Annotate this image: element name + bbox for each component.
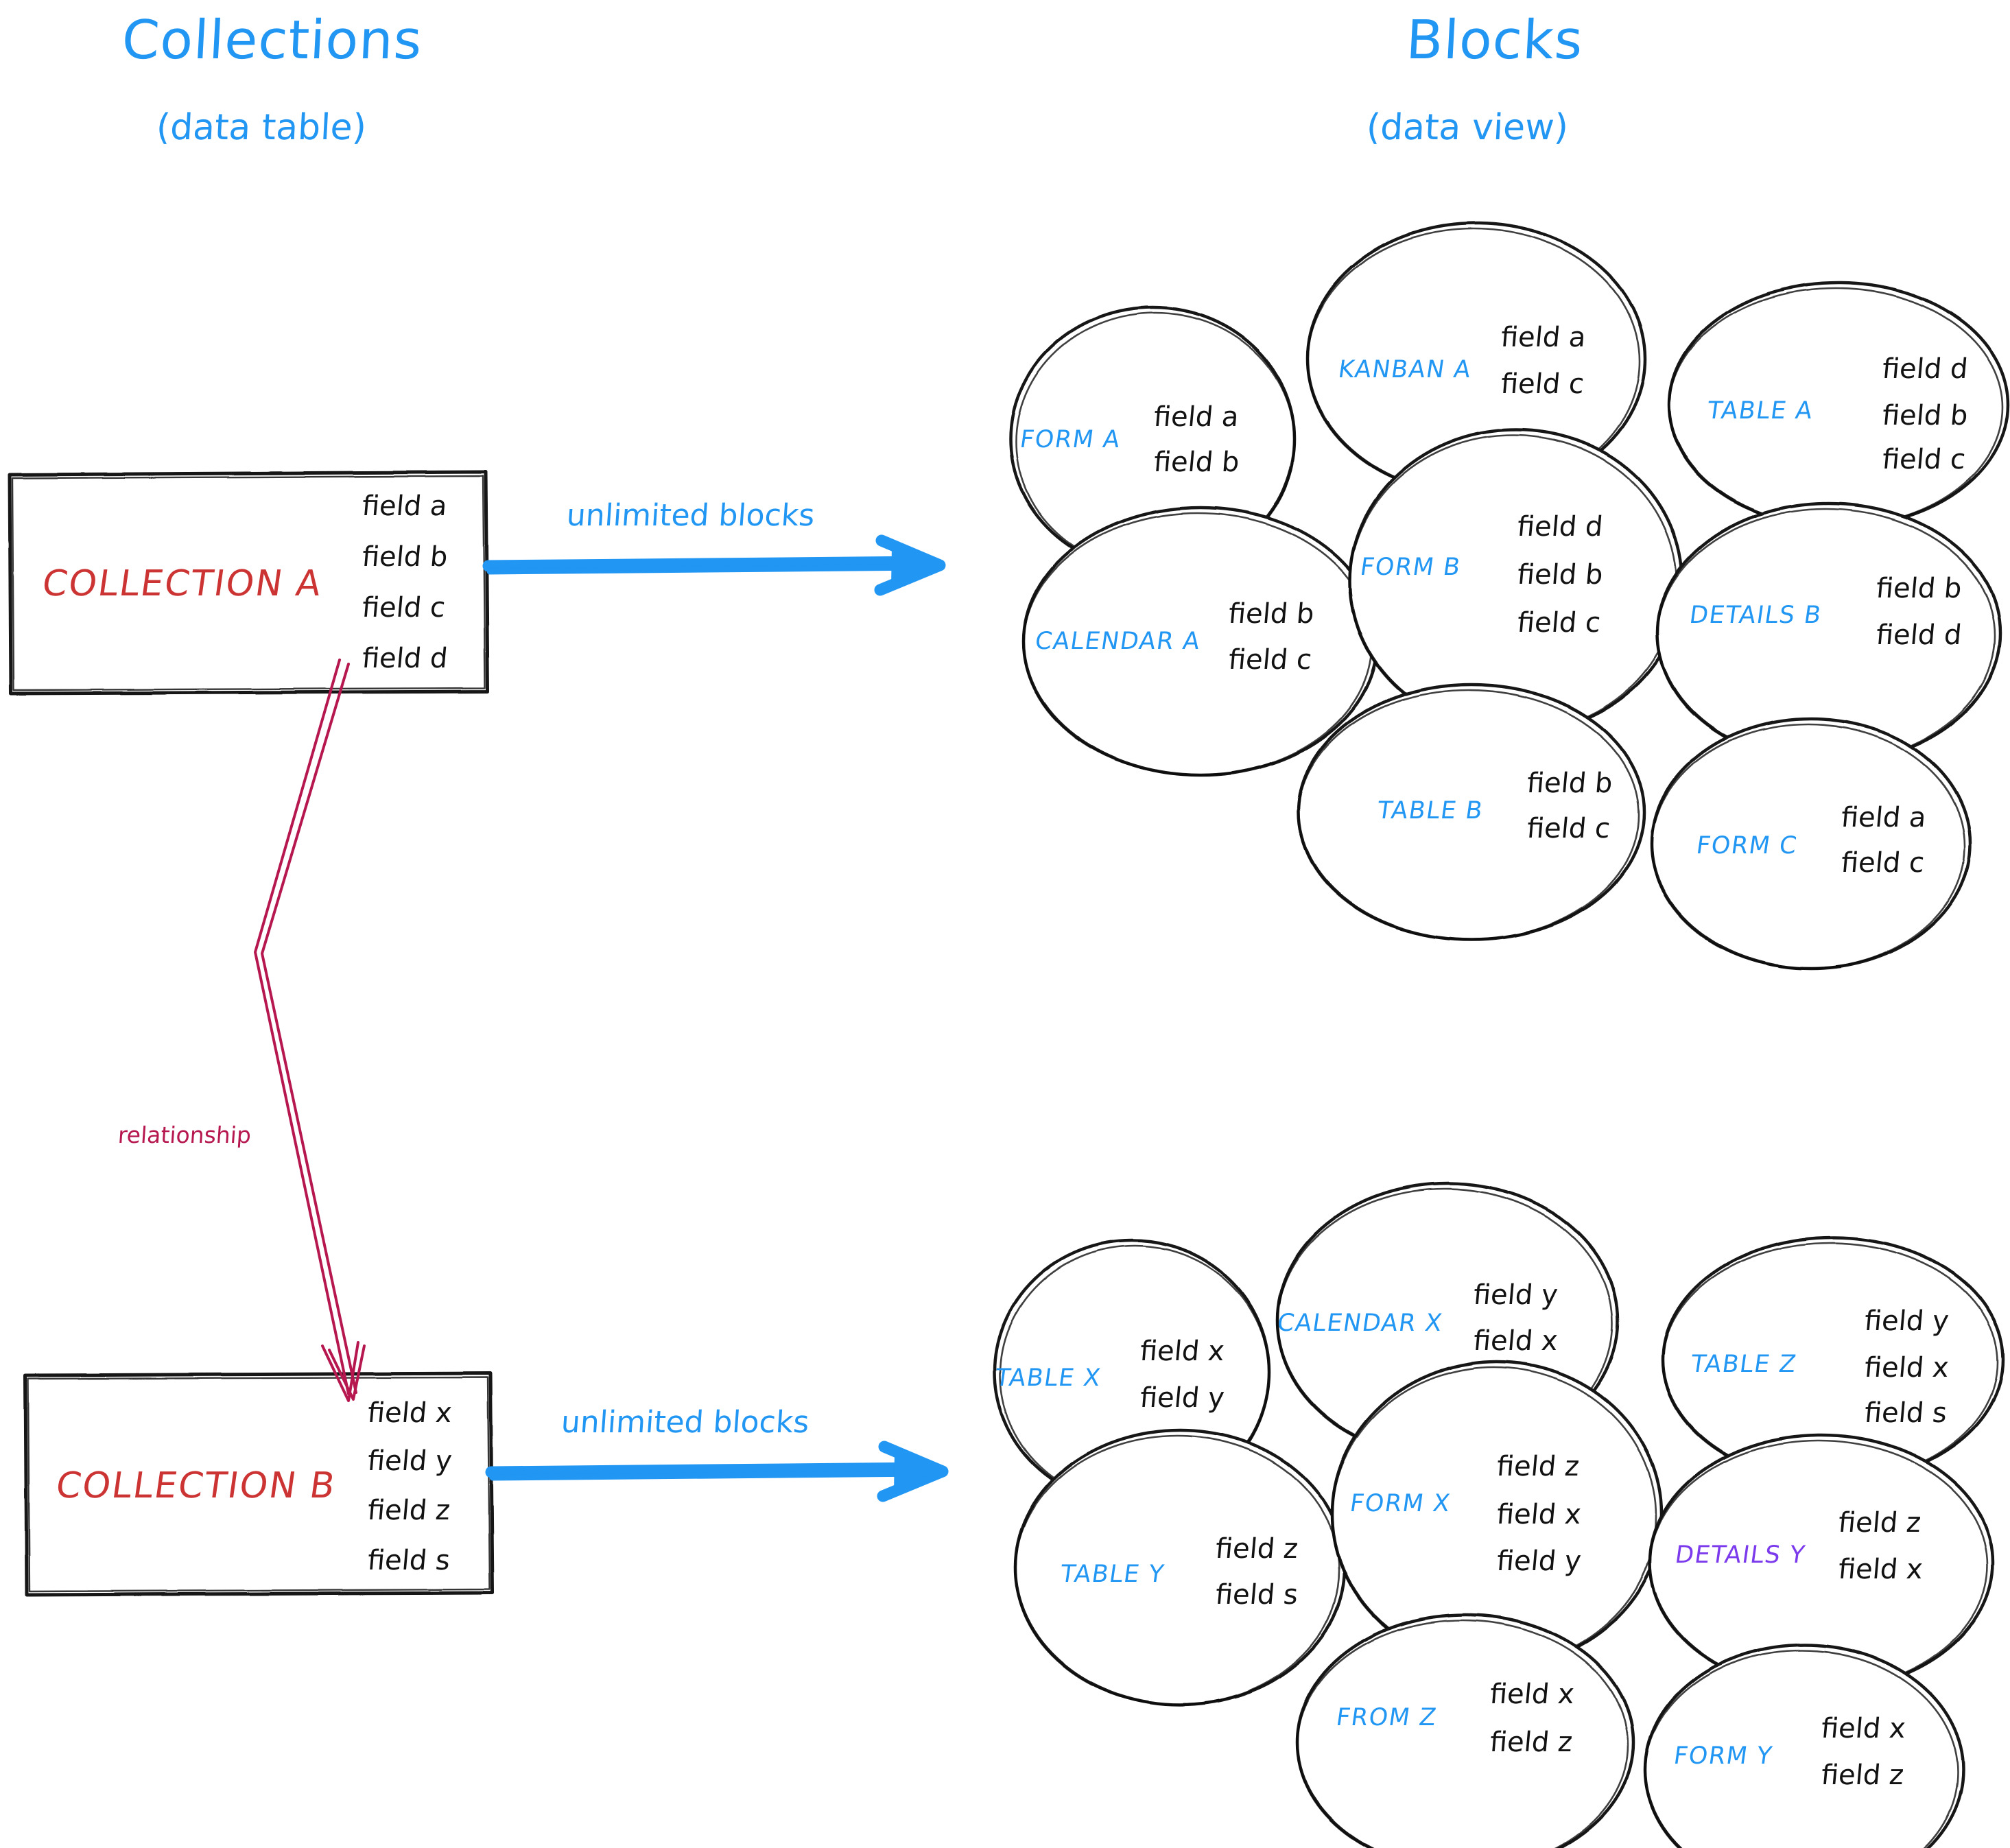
block-shape-table-z[interactable] [1661, 1235, 2005, 1484]
block-field-form-x-2: field y [1495, 1545, 1583, 1577]
block-label-calendar-a: CALENDAR A [1033, 628, 1203, 655]
block-field-calendar-a-1: field c [1227, 644, 1314, 676]
collection-b-title: COLLECTION B [53, 1465, 339, 1506]
block-field-form-y-0: field x [1819, 1713, 1907, 1744]
block-label-form-a: FORM A [1018, 426, 1123, 453]
collection-b-field-3: field s [366, 1545, 451, 1576]
collection-a-title: COLLECTION A [39, 563, 325, 604]
block-field-table-y-0: field z [1214, 1533, 1300, 1565]
block-field-details-b-0: field b [1874, 573, 1963, 604]
block-field-table-a-1: field b [1880, 400, 1970, 431]
block-shape-form-b[interactable] [1348, 427, 1684, 735]
right-header-title: Blocks [1404, 10, 1585, 71]
block-label-details-b: DETAILS B [1688, 602, 1824, 629]
block-label-calendar-x: CALENDAR X [1275, 1310, 1445, 1337]
block-field-details-b-1: field d [1874, 619, 1963, 651]
unlimited-blocks-arrow-a [482, 534, 946, 596]
block-field-from-z-0: field x [1488, 1679, 1576, 1710]
collection-a-field-1: field b [360, 541, 449, 573]
block-label-table-b: TABLE B [1375, 797, 1485, 825]
block-field-table-a-0: field d [1880, 353, 1970, 385]
block-field-form-b-0: field d [1515, 511, 1605, 543]
block-label-form-y: FORM Y [1672, 1742, 1775, 1770]
block-field-form-c-0: field a [1839, 802, 1928, 833]
block-field-table-x-0: field x [1138, 1336, 1226, 1367]
block-field-calendar-a-0: field b [1227, 598, 1316, 630]
unlimited-blocks-arrow-b [485, 1441, 949, 1502]
collection-b-field-1: field y [366, 1445, 453, 1477]
block-field-table-z-0: field y [1863, 1305, 1950, 1337]
block-field-table-x-1: field y [1138, 1382, 1226, 1414]
block-shape-form-c[interactable] [1650, 717, 1972, 971]
block-field-table-b-0: field b [1525, 768, 1614, 799]
arrow-label-a: unlimited blocks [565, 498, 816, 533]
block-field-table-z-2: field s [1863, 1397, 1948, 1429]
block-label-table-x: TABLE X [993, 1364, 1103, 1392]
block-label-details-y: DETAILS Y [1673, 1541, 1808, 1569]
collection-a-field-3: field d [360, 643, 449, 674]
block-field-table-b-1: field c [1525, 813, 1612, 844]
block-label-table-z: TABLE Z [1689, 1351, 1799, 1378]
block-field-from-z-1: field z [1488, 1727, 1574, 1758]
block-label-table-y: TABLE Y [1059, 1561, 1167, 1588]
block-label-form-x: FORM X [1348, 1490, 1453, 1517]
block-label-table-a: TABLE A [1705, 397, 1815, 425]
block-label-from-z: FROM Z [1334, 1704, 1439, 1731]
block-field-table-y-1: field s [1214, 1579, 1299, 1611]
arrow-label-b: unlimited blocks [560, 1405, 811, 1440]
block-field-details-y-1: field x [1836, 1554, 1924, 1585]
block-shape-from-z[interactable] [1295, 1613, 1635, 1848]
block-label-form-c: FORM C [1694, 832, 1799, 860]
block-field-form-a-0: field a [1152, 401, 1240, 433]
block-field-form-b-2: field c [1515, 607, 1603, 639]
right-header-subtitle: (data view) [1365, 107, 1570, 148]
block-field-details-y-0: field z [1836, 1507, 1923, 1539]
relationship-connector [254, 659, 366, 1402]
collection-b-field-2: field z [366, 1495, 452, 1526]
left-header-subtitle: (data table) [155, 107, 368, 148]
left-header-title: Collections [120, 10, 424, 71]
block-field-form-b-1: field b [1515, 559, 1605, 591]
block-field-form-y-1: field z [1819, 1760, 1906, 1791]
collection-b-field-0: field x [366, 1397, 453, 1429]
block-shape-form-y[interactable] [1643, 1643, 1965, 1848]
block-field-form-x-1: field x [1495, 1499, 1583, 1530]
block-shape-details-y[interactable] [1648, 1433, 1995, 1692]
block-label-form-b: FORM B [1358, 554, 1463, 581]
collection-a-field-0: field a [360, 490, 449, 522]
block-field-calendar-x-0: field y [1471, 1279, 1559, 1311]
block-field-kanban-a-0: field a [1499, 322, 1587, 353]
block-field-form-c-1: field c [1839, 847, 1926, 879]
block-shape-table-b[interactable] [1297, 683, 1646, 942]
block-field-table-a-2: field c [1880, 444, 1967, 475]
block-field-kanban-a-1: field c [1499, 368, 1586, 400]
collection-a-field-2: field c [360, 592, 447, 624]
block-field-calendar-x-1: field x [1471, 1325, 1559, 1357]
collection-a-box[interactable] [8, 470, 490, 696]
block-label-kanban-a: KANBAN A [1336, 356, 1474, 383]
block-field-table-z-1: field x [1863, 1352, 1950, 1384]
relationship-label: relationship [117, 1122, 252, 1148]
block-field-form-a-1: field b [1152, 447, 1241, 478]
block-field-form-x-0: field z [1495, 1451, 1581, 1482]
